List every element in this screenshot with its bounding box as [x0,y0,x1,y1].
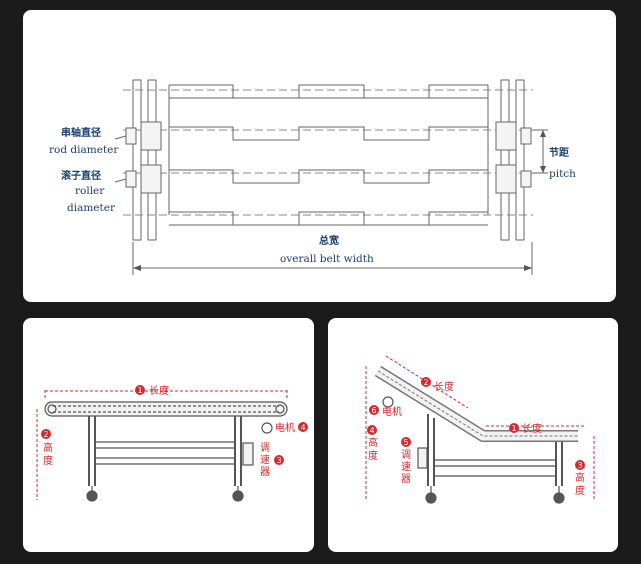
pitch-label-cn: 节距 [549,146,569,159]
rod-diameter-label-en: rod diameter [49,144,119,156]
flat-length-number: 1 [138,386,143,395]
left-roller-top [140,121,162,151]
incline-flat-length-label: 长度 [522,422,542,435]
right-inner-plate [500,79,510,241]
overall-width-label-en: overall belt width [280,253,374,265]
roller-diameter-label-cn: 滚子直径 [61,169,101,182]
incline-speed-number: 5 [404,438,409,447]
incline-height-left-number: 4 [370,426,375,435]
incline-motor [382,396,394,408]
flat-motor-label: 电机 [275,421,295,434]
flat-speed-controller [242,442,254,466]
flat-motor [261,422,273,434]
incline-motor-number: 6 [372,406,377,415]
flat-height-label-2: 度 [43,454,53,467]
flat-belt [44,401,288,417]
left-roller-bottom [140,164,162,194]
belt-structure-panel: 串轴直径 rod diameter 滚子直径 roller diameter 节… [23,10,616,302]
roller-label-en: roller [75,185,105,197]
incline-height-right-number: 3 [578,461,583,470]
flat-wheel-right [232,490,244,502]
incline-length-dimension [385,355,469,409]
flat-speed-number: 3 [277,456,282,465]
incline-wheel-left [425,492,437,504]
flat-speed-label-1: 调 [260,442,270,454]
right-outer-plate [515,79,525,241]
incline-speed-label-2: 速 [401,461,411,473]
flat-speed-label-2: 速 [260,454,270,466]
left-outer-plate [132,79,142,241]
incline-motor-label: 电机 [382,405,402,418]
incline-length-label: 长度 [434,380,454,393]
flat-height-label-1: 高 [43,441,53,454]
belt-link-profile [169,84,488,226]
incline-conveyor-panel: 2 长度 1 长度 6 电机 4 高 度 5 调 速 器 3 高 度 [328,318,618,552]
incline-conveyor-diagram: 2 长度 1 长度 6 电机 4 高 度 5 调 速 器 3 高 度 [365,355,595,504]
flat-length-label: 长度 [149,384,169,397]
diameter-label-en: diameter [67,202,116,214]
flat-conveyor-diagram: 1 长度 2 高 度 调 速 器 3 电机 4 [36,384,308,502]
incline-height-right-label-1: 高 [575,471,585,484]
left-inner-plate [147,79,157,241]
incline-speed-label-1: 调 [401,449,411,461]
incline-height-right-label-2: 度 [575,484,585,497]
belt-structure-diagram: 串轴直径 rod diameter 滚子直径 roller diameter 节… [49,79,576,275]
rod-diameter-label-cn: 串轴直径 [61,126,101,139]
flat-height-number: 2 [44,430,49,439]
incline-flat-length-number: 1 [512,424,517,433]
overall-width-label-cn: 总宽 [319,234,339,247]
incline-length-number: 2 [424,378,429,387]
flat-wheel-left [86,490,98,502]
incline-speed-label-3: 器 [401,473,411,485]
flat-speed-label-3: 器 [260,466,270,478]
flat-motor-number: 4 [301,423,306,432]
incline-wheel-right [553,492,565,504]
right-roller-bottom [495,164,517,194]
incline-height-left-label-2: 度 [368,449,378,462]
right-roller-top [495,121,517,151]
incline-height-left-label-1: 高 [368,436,378,449]
incline-speed-controller [417,447,428,469]
pitch-label-en: pitch [549,168,576,180]
flat-conveyor-panel: 1 长度 2 高 度 调 速 器 3 电机 4 [23,318,314,552]
